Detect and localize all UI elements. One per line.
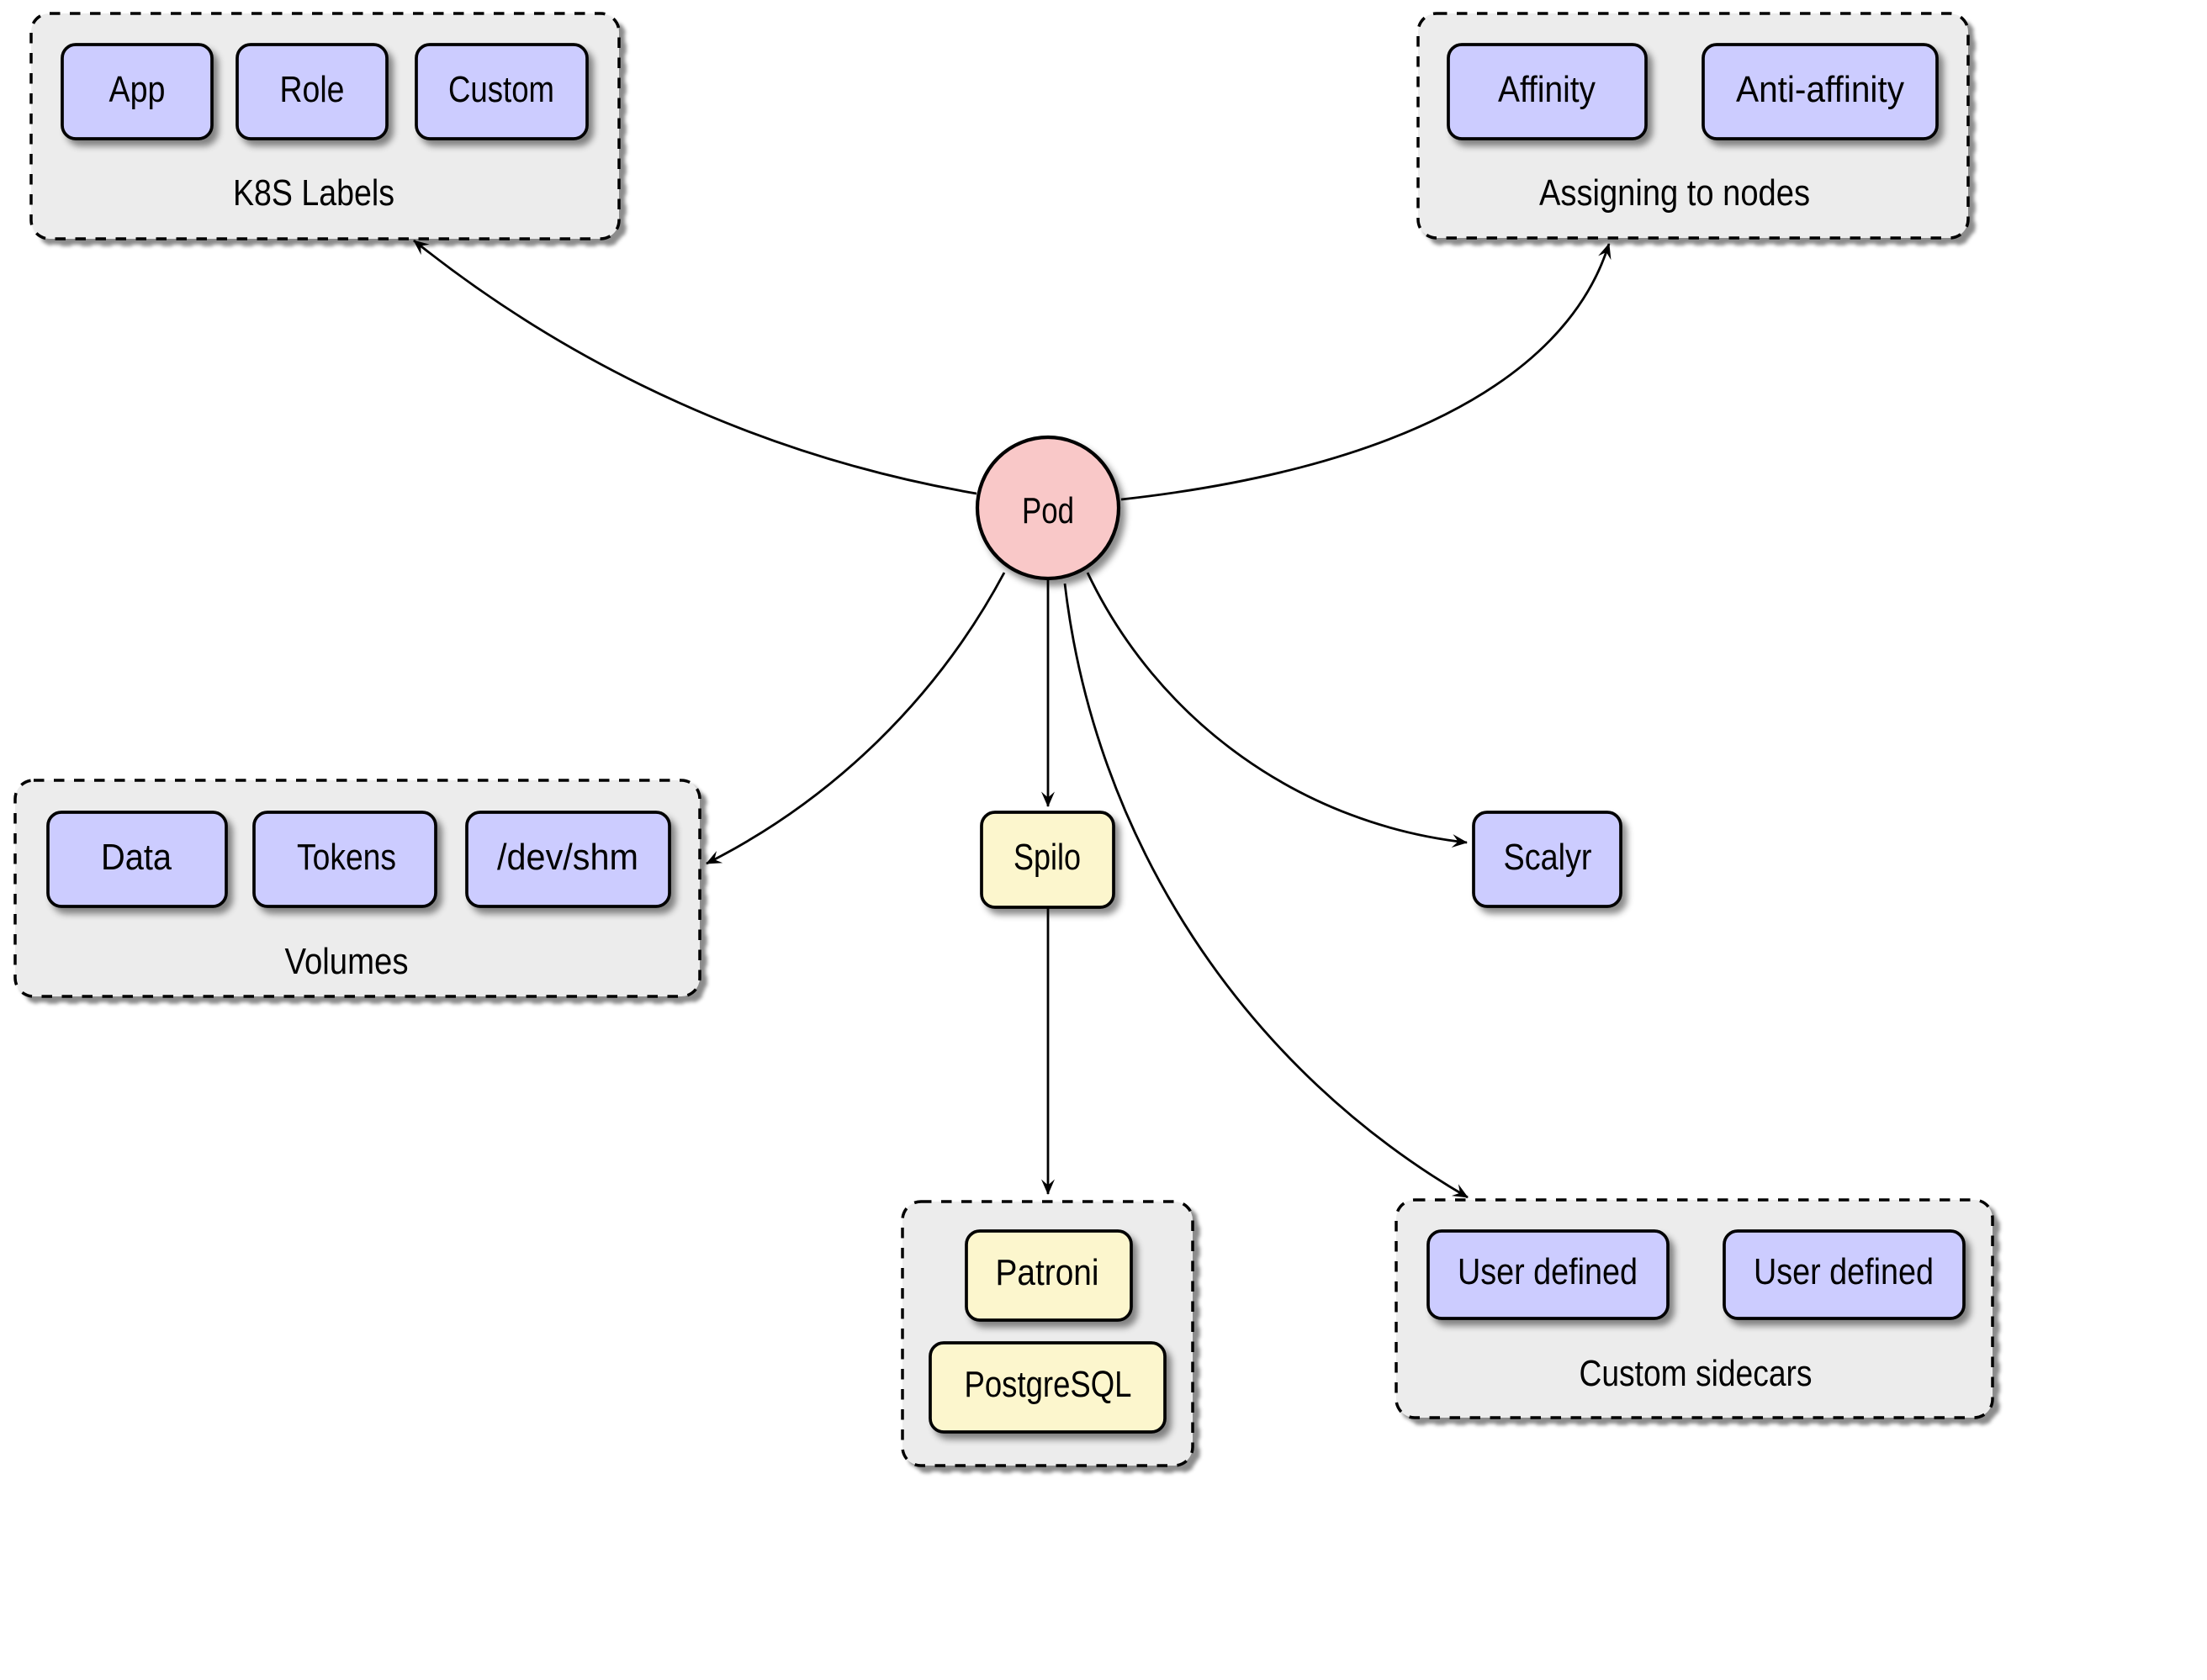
svg-text:/dev/shm: /dev/shm	[497, 837, 638, 878]
svg-text:Pod: Pod	[1022, 490, 1074, 531]
svg-text:Data: Data	[101, 837, 172, 878]
svg-text:Tokens: Tokens	[297, 837, 396, 878]
svg-text:Assigning to nodes: Assigning to nodes	[1539, 172, 1810, 214]
svg-text:App: App	[109, 69, 166, 110]
svg-text:Patroni: Patroni	[996, 1252, 1099, 1293]
svg-text:PostgreSQL: PostgreSQL	[965, 1364, 1132, 1405]
svg-text:Volumes: Volumes	[285, 941, 409, 982]
svg-text:User defined: User defined	[1754, 1251, 1934, 1292]
svg-text:User defined: User defined	[1458, 1251, 1638, 1292]
svg-text:K8S Labels: K8S Labels	[233, 172, 394, 214]
svg-text:Anti-affinity: Anti-affinity	[1736, 69, 1904, 110]
svg-text:Affinity: Affinity	[1498, 69, 1596, 110]
svg-text:Scalyr: Scalyr	[1504, 837, 1592, 878]
svg-text:Custom sidecars: Custom sidecars	[1580, 1353, 1813, 1394]
svg-text:Custom: Custom	[448, 69, 554, 110]
svg-text:Spilo: Spilo	[1014, 837, 1081, 878]
svg-text:Role: Role	[280, 69, 345, 110]
